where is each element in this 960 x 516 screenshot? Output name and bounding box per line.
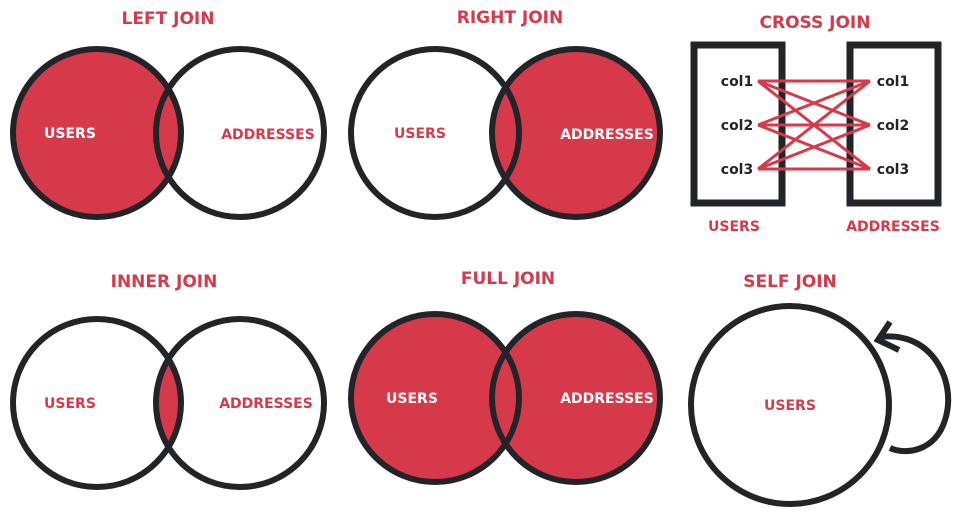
- addresses-label: ADDRESSES: [219, 396, 313, 412]
- left-join-title: LEFT JOIN: [122, 9, 215, 29]
- full-join-diagram: FULL JOIN USERS ADDRESSES: [348, 269, 663, 485]
- users-col2: col2: [721, 118, 753, 134]
- addresses-set-fill: [492, 49, 660, 217]
- users-label: USERS: [44, 396, 96, 412]
- users-label: USERS: [394, 126, 446, 142]
- addresses-label: ADDRESSES: [560, 127, 654, 143]
- self-join-diagram: SELF JOIN USERS: [688, 272, 952, 507]
- full-join-title: FULL JOIN: [461, 269, 555, 289]
- users-col3: col3: [721, 162, 753, 178]
- right-join-diagram: RIGHT JOIN USERS ADDRESSES: [348, 8, 663, 220]
- addresses-label: ADDRESSES: [560, 391, 654, 407]
- self-reference-arrow: [879, 333, 952, 454]
- users-set-circle: [348, 46, 522, 220]
- users-label: USERS: [44, 126, 96, 142]
- users-table-label: USERS: [708, 219, 760, 235]
- addresses-col3: col3: [877, 162, 909, 178]
- addresses-set-circle: [153, 46, 327, 220]
- left-join-diagram: LEFT JOIN USERS ADDRESSES: [10, 9, 327, 220]
- users-set-circle: [348, 311, 522, 485]
- addresses-col1: col1: [877, 74, 909, 90]
- inner-join-title: INNER JOIN: [111, 272, 218, 292]
- self-join-title: SELF JOIN: [743, 272, 837, 292]
- addresses-set-fill: [492, 314, 660, 482]
- addresses-set-circle: [153, 316, 327, 490]
- addresses-col2: col2: [877, 118, 909, 134]
- users-set-circle: [10, 316, 184, 490]
- addresses-label: ADDRESSES: [221, 127, 315, 143]
- addresses-set-circle: [489, 46, 663, 220]
- inner-join-diagram: INNER JOIN USERS ADDRESSES: [10, 272, 327, 490]
- cross-join-links: [757, 79, 871, 171]
- addresses-table-label: ADDRESSES: [846, 219, 940, 235]
- right-join-title: RIGHT JOIN: [457, 8, 563, 28]
- users-col1: col1: [721, 74, 753, 90]
- addresses-set-circle: [489, 311, 663, 485]
- users-set-circle: [10, 46, 184, 220]
- users-set-fill: [13, 49, 181, 217]
- arrowhead-icon: [873, 320, 901, 353]
- cross-join-title: CROSS JOIN: [760, 13, 871, 33]
- users-label: USERS: [764, 398, 816, 414]
- cross-join-diagram: CROSS JOIN col1 col2 col3 col1 col2 col3…: [690, 13, 942, 235]
- users-label: USERS: [386, 391, 438, 407]
- users-set-fill: [351, 314, 519, 482]
- users-set-circle: [688, 303, 892, 507]
